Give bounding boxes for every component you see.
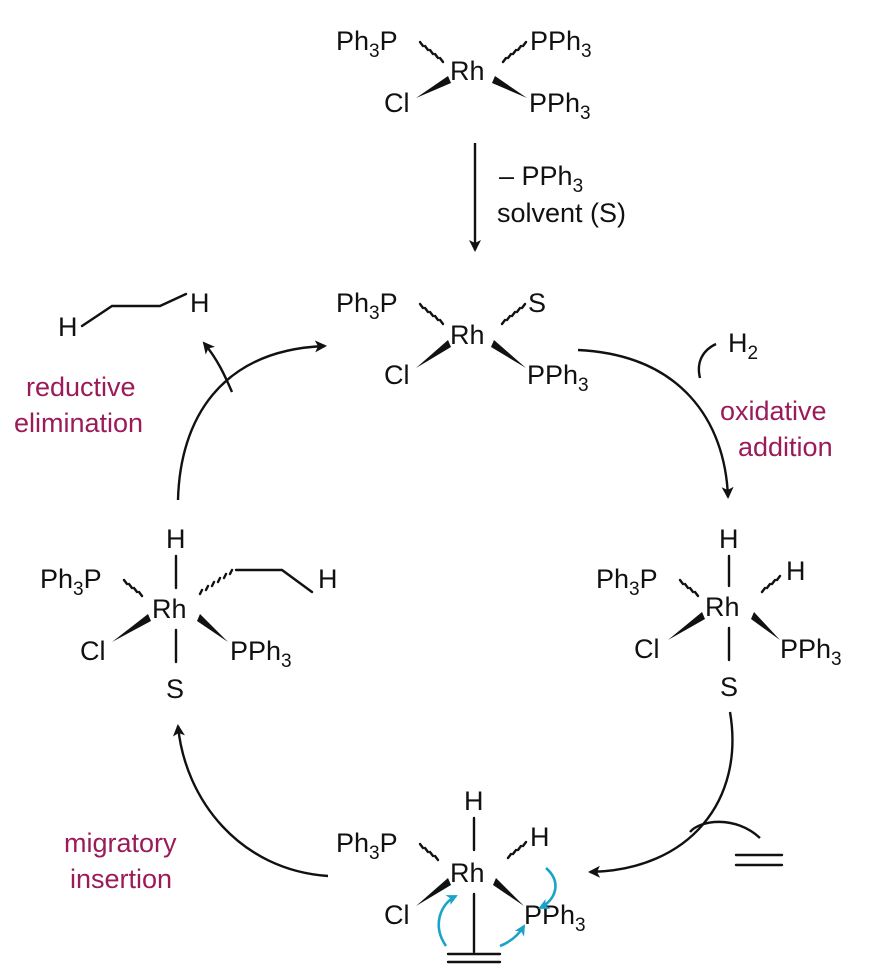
solvated-complex: Ph3P S Rh Cl PPh3 [336,288,589,396]
h-atom: H [719,524,739,554]
reductive-elimination-label: reductive [26,372,136,402]
rh-center: Rh [152,594,187,624]
rh-center: Rh [450,320,485,350]
rh-center: Rh [450,858,485,888]
cl-ligand: Cl [80,636,106,666]
wilkinsons-catalyst: Ph3P PPh3 Rh Cl PPh3 [336,26,592,124]
cl-ligand: Cl [634,634,660,664]
h-atom: H [190,288,210,318]
electron-push-arrow [437,894,458,947]
ethane-release-arrow [202,341,234,393]
h-atom: H [464,786,484,816]
ph3p-ligand: Ph3P [336,828,398,864]
cl-ligand: Cl [384,360,410,390]
pph3-ligand: PPh3 [527,360,589,396]
solvent-ligand: S [528,288,546,318]
h-atom: H [58,312,78,342]
alkene-complex: H Ph3P H Rh Cl PPh3 [336,786,586,964]
cl-ligand: Cl [384,900,410,930]
ph3p-ligand: Ph3P [336,288,398,324]
h2-entry-arrow [697,342,717,379]
pph3-ligand: PPh3 [230,636,292,672]
dissociation-reagent: – PPh3 [499,161,583,197]
pph3-ligand: PPh3 [780,634,842,670]
alkene-entry-arrow [689,820,761,839]
h2-reagent: H2 [728,328,758,364]
reductive-elimination-arrow [176,340,327,501]
electron-push-arrow [538,867,557,910]
migratory-insertion-label: migratory [64,828,177,858]
solvent-label: solvent (S) [497,198,626,228]
solvent-ligand: S [720,672,738,702]
h-atom: H [166,524,186,554]
pph3-ligand: PPh3 [524,900,586,936]
electron-push-arrow [499,924,526,948]
cl-ligand: Cl [384,88,410,118]
rh-center: Rh [450,56,485,86]
ph3p-ligand: Ph3P [40,564,102,600]
h-atom: H [786,556,806,586]
pph3-ligand: PPh3 [529,88,591,124]
reductive-elimination-label: elimination [14,408,143,438]
ph3p-ligand: Ph3P [336,26,398,62]
alkene-coordination-arrow [588,711,734,878]
migratory-insertion-arrow [172,724,329,878]
h-atom: H [318,564,338,594]
oxidative-addition-label: addition [738,432,833,462]
ph3p-ligand: Ph3P [596,564,658,600]
ethylene-reagent [734,853,784,867]
pph3-ligand: PPh3 [530,26,592,62]
migratory-insertion-label: insertion [70,864,172,894]
solvent-ligand: S [166,674,184,704]
alkyl-hydride-complex: H Ph3P Rh H Cl PPh3 S [40,524,338,704]
rh-center: Rh [705,592,740,622]
dihydride-complex: H Ph3P H Rh Cl PPh3 S [596,524,842,702]
oxidative-addition-label: oxidative [720,396,827,426]
ethane-product: H H [58,288,210,342]
h-atom: H [530,822,550,852]
oxidative-addition-arrow [577,348,734,499]
